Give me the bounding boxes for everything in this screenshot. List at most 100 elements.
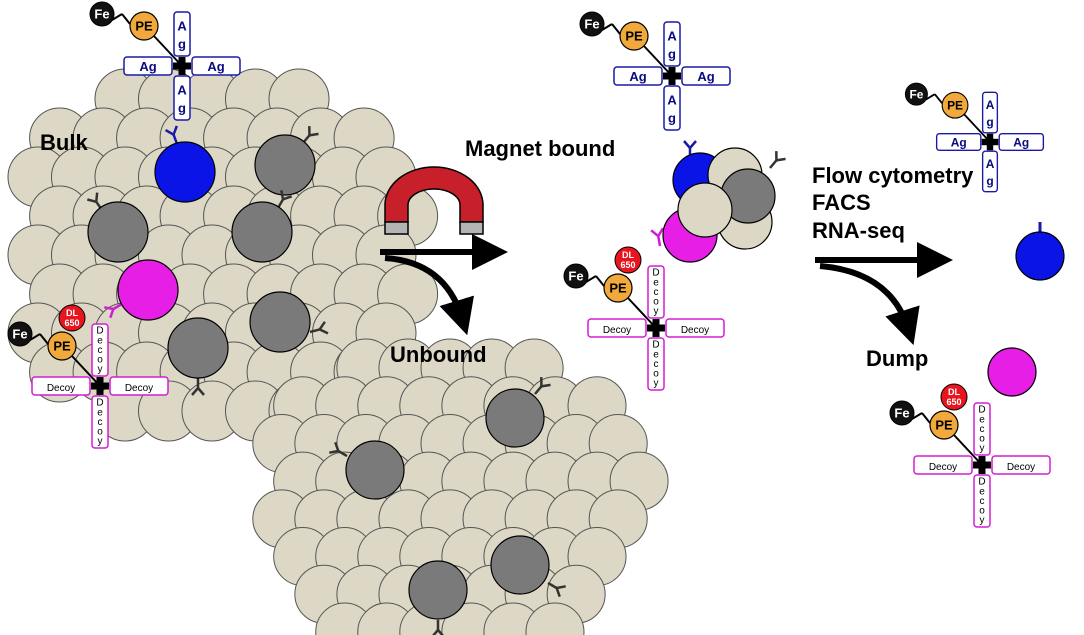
ag-monomer: Ag: [981, 150, 999, 193]
fe-bead: Fe: [7, 321, 33, 347]
decoy-monomer: Decoy: [91, 395, 109, 449]
monomer-letter: D: [652, 268, 659, 279]
monomer-letter: c: [654, 287, 659, 298]
monomer-letter: e: [653, 277, 659, 288]
fe-bead: Fe: [579, 11, 605, 37]
dump-decoy-cell: [987, 347, 1037, 397]
monomer-letter: o: [979, 506, 985, 517]
monomer-letter: g: [986, 174, 993, 188]
cell: [677, 182, 733, 238]
gray-cell: [490, 535, 550, 595]
monomer-letter: c: [98, 417, 103, 428]
ag-cell: [154, 141, 216, 203]
monomer-letter: D: [96, 326, 103, 337]
monomer-letter: A: [177, 18, 187, 33]
monomer-label: Ag: [697, 69, 714, 84]
decoy-monomer: Decoy: [973, 402, 991, 456]
fe-label: Fe: [12, 327, 27, 342]
antibody-icon: [309, 321, 329, 335]
antibody-icon: [547, 581, 566, 598]
magnet-bound-label: Magnet bound: [465, 136, 615, 161]
monomer-letter: c: [980, 424, 985, 435]
gray-cell: [231, 201, 293, 263]
monomer-letter: A: [667, 92, 677, 107]
monomer-letter: o: [653, 369, 659, 380]
ag-monomer: Ag: [613, 66, 663, 86]
magnet-bound-cell-cluster: [650, 140, 786, 263]
monomer-letter: o: [97, 355, 103, 366]
monomer-letter: y: [654, 378, 659, 389]
decoy-monomer: Decoy: [31, 376, 91, 396]
monomer-label: Decoy: [929, 462, 957, 473]
unbound-cell-cluster: [252, 338, 669, 635]
monomer-letter: g: [178, 101, 186, 116]
rna-seq-label: RNA-seq: [812, 218, 905, 243]
ag-monomer: Ag: [681, 66, 731, 86]
antibody-icon: [329, 441, 348, 458]
decoy-cell: [117, 259, 179, 321]
dl-label: 650: [64, 318, 79, 328]
monomer-letter: g: [668, 47, 676, 62]
monomer-label: Decoy: [603, 325, 631, 336]
pe-label: PE: [935, 418, 953, 433]
monomer-letter: D: [652, 340, 659, 351]
fe-label: Fe: [94, 7, 109, 22]
sorted-ag-cell: [1015, 222, 1065, 281]
fe-bead: Fe: [904, 82, 928, 106]
antibody-icon: [191, 378, 205, 396]
decoy-monomer: Decoy: [991, 455, 1051, 475]
decoy-monomer: Decoy: [587, 318, 647, 338]
decoy-monomer: Decoy: [913, 455, 973, 475]
monomer-label: Ag: [951, 136, 967, 150]
decoy-monomer: Decoy: [973, 474, 991, 528]
fe-bead: Fe: [889, 400, 915, 426]
cell: [525, 602, 585, 635]
gray-cell: [167, 317, 229, 379]
monomer-letter: A: [986, 157, 995, 171]
antibody-icon: [534, 377, 551, 395]
monomer-letter: y: [98, 364, 103, 375]
monomer-letter: o: [653, 297, 659, 308]
monomer-label: Ag: [139, 59, 156, 74]
ag-monomer: Ag: [191, 56, 241, 76]
monomer-letter: A: [667, 28, 677, 43]
monomer-label: Decoy: [681, 325, 709, 336]
magnet-icon: [384, 166, 484, 235]
dump-label: Dump: [866, 346, 928, 371]
pe-fluorophore: PE: [619, 21, 649, 51]
decoy-monomer: Decoy: [109, 376, 169, 396]
monomer-letter: e: [979, 486, 985, 497]
monomer-letter: y: [654, 306, 659, 317]
gray-cell: [408, 560, 468, 620]
dl-label: 650: [620, 260, 635, 270]
fe-bead: Fe: [563, 263, 589, 289]
monomer-letter: e: [97, 407, 103, 418]
monomer-letter: D: [96, 398, 103, 409]
monomer-letter: e: [653, 349, 659, 360]
sort-arrow: [815, 242, 953, 346]
facs-label: FACS: [812, 190, 871, 215]
ag-monomer: Ag: [663, 85, 681, 131]
monomer-letter: A: [177, 82, 187, 97]
monomer-letter: o: [979, 434, 985, 445]
fe-label: Fe: [894, 406, 909, 421]
monomer-letter: D: [978, 477, 985, 488]
monomer-letter: g: [986, 115, 993, 129]
gray-cell: [254, 134, 316, 196]
antibody-icon: [769, 151, 786, 169]
pe-label: PE: [53, 339, 71, 354]
monomer-letter: A: [986, 98, 995, 112]
ag-monomer: Ag: [998, 133, 1045, 151]
monomer-label: Decoy: [125, 383, 153, 394]
dl-label: DL: [66, 308, 78, 318]
magnet-arrow: [380, 234, 508, 336]
monomer-label: Ag: [629, 69, 646, 84]
monomer-label: Decoy: [47, 383, 75, 394]
